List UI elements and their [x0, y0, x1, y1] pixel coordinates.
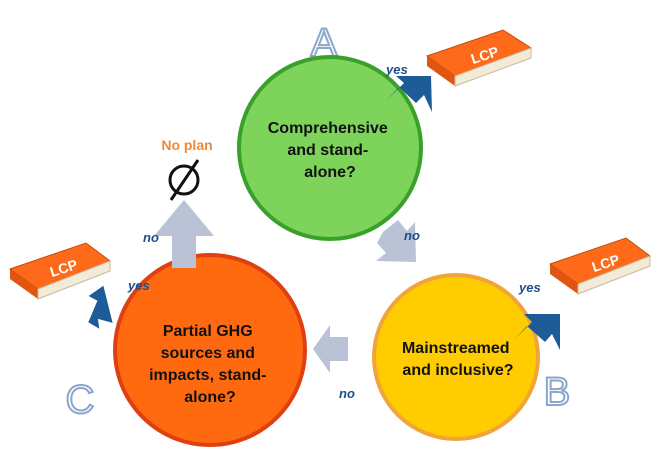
letter-c: C — [66, 378, 95, 422]
label-no-b-c: no — [339, 386, 355, 401]
node-a-circle — [237, 55, 423, 241]
node-c-line-1: Partial GHG — [163, 323, 253, 340]
no-arrow-b-to-c — [313, 325, 348, 373]
book-lcp-right: LCP — [548, 237, 651, 295]
yes-arrow-a — [386, 76, 432, 112]
node-c-circle — [113, 253, 307, 447]
node-b-line-1: Mainstreamed — [402, 340, 510, 357]
no-plan-label: No plan — [161, 137, 212, 153]
node-b-text: Mainstreamed and inclusive? — [402, 340, 514, 379]
node-a-text: Comprehensive and stand- alone? — [268, 120, 393, 181]
yes-arrow-b — [514, 314, 560, 350]
label-no-a-b: no — [404, 228, 420, 243]
node-c-text: Partial GHG sources and impacts, stand- … — [149, 323, 271, 406]
book-lcp-top: LCP — [425, 29, 533, 87]
node-a-line-3: alone? — [304, 164, 356, 181]
node-b-circle — [372, 273, 540, 441]
node-c-line-4: alone? — [184, 389, 236, 406]
yes-arrow-c — [88, 285, 113, 329]
label-yes-a: yes — [385, 62, 408, 77]
label-yes-c: yes — [127, 278, 150, 293]
label-yes-b: yes — [518, 280, 541, 295]
book-lcp-left: LCP — [8, 242, 112, 300]
node-b-line-2: and inclusive? — [402, 362, 513, 379]
empty-set-icon — [168, 159, 200, 201]
label-no-c: no — [143, 230, 159, 245]
node-c-line-2: sources and — [161, 345, 255, 362]
no-arrow-c-to-noplan — [154, 200, 214, 268]
no-arrow-a-to-b — [376, 220, 416, 262]
letter-b: B — [544, 370, 571, 414]
node-a-line-2: and stand- — [287, 142, 368, 159]
node-c-line-3: impacts, stand- — [149, 367, 266, 384]
node-a-line-1: Comprehensive — [268, 120, 388, 137]
